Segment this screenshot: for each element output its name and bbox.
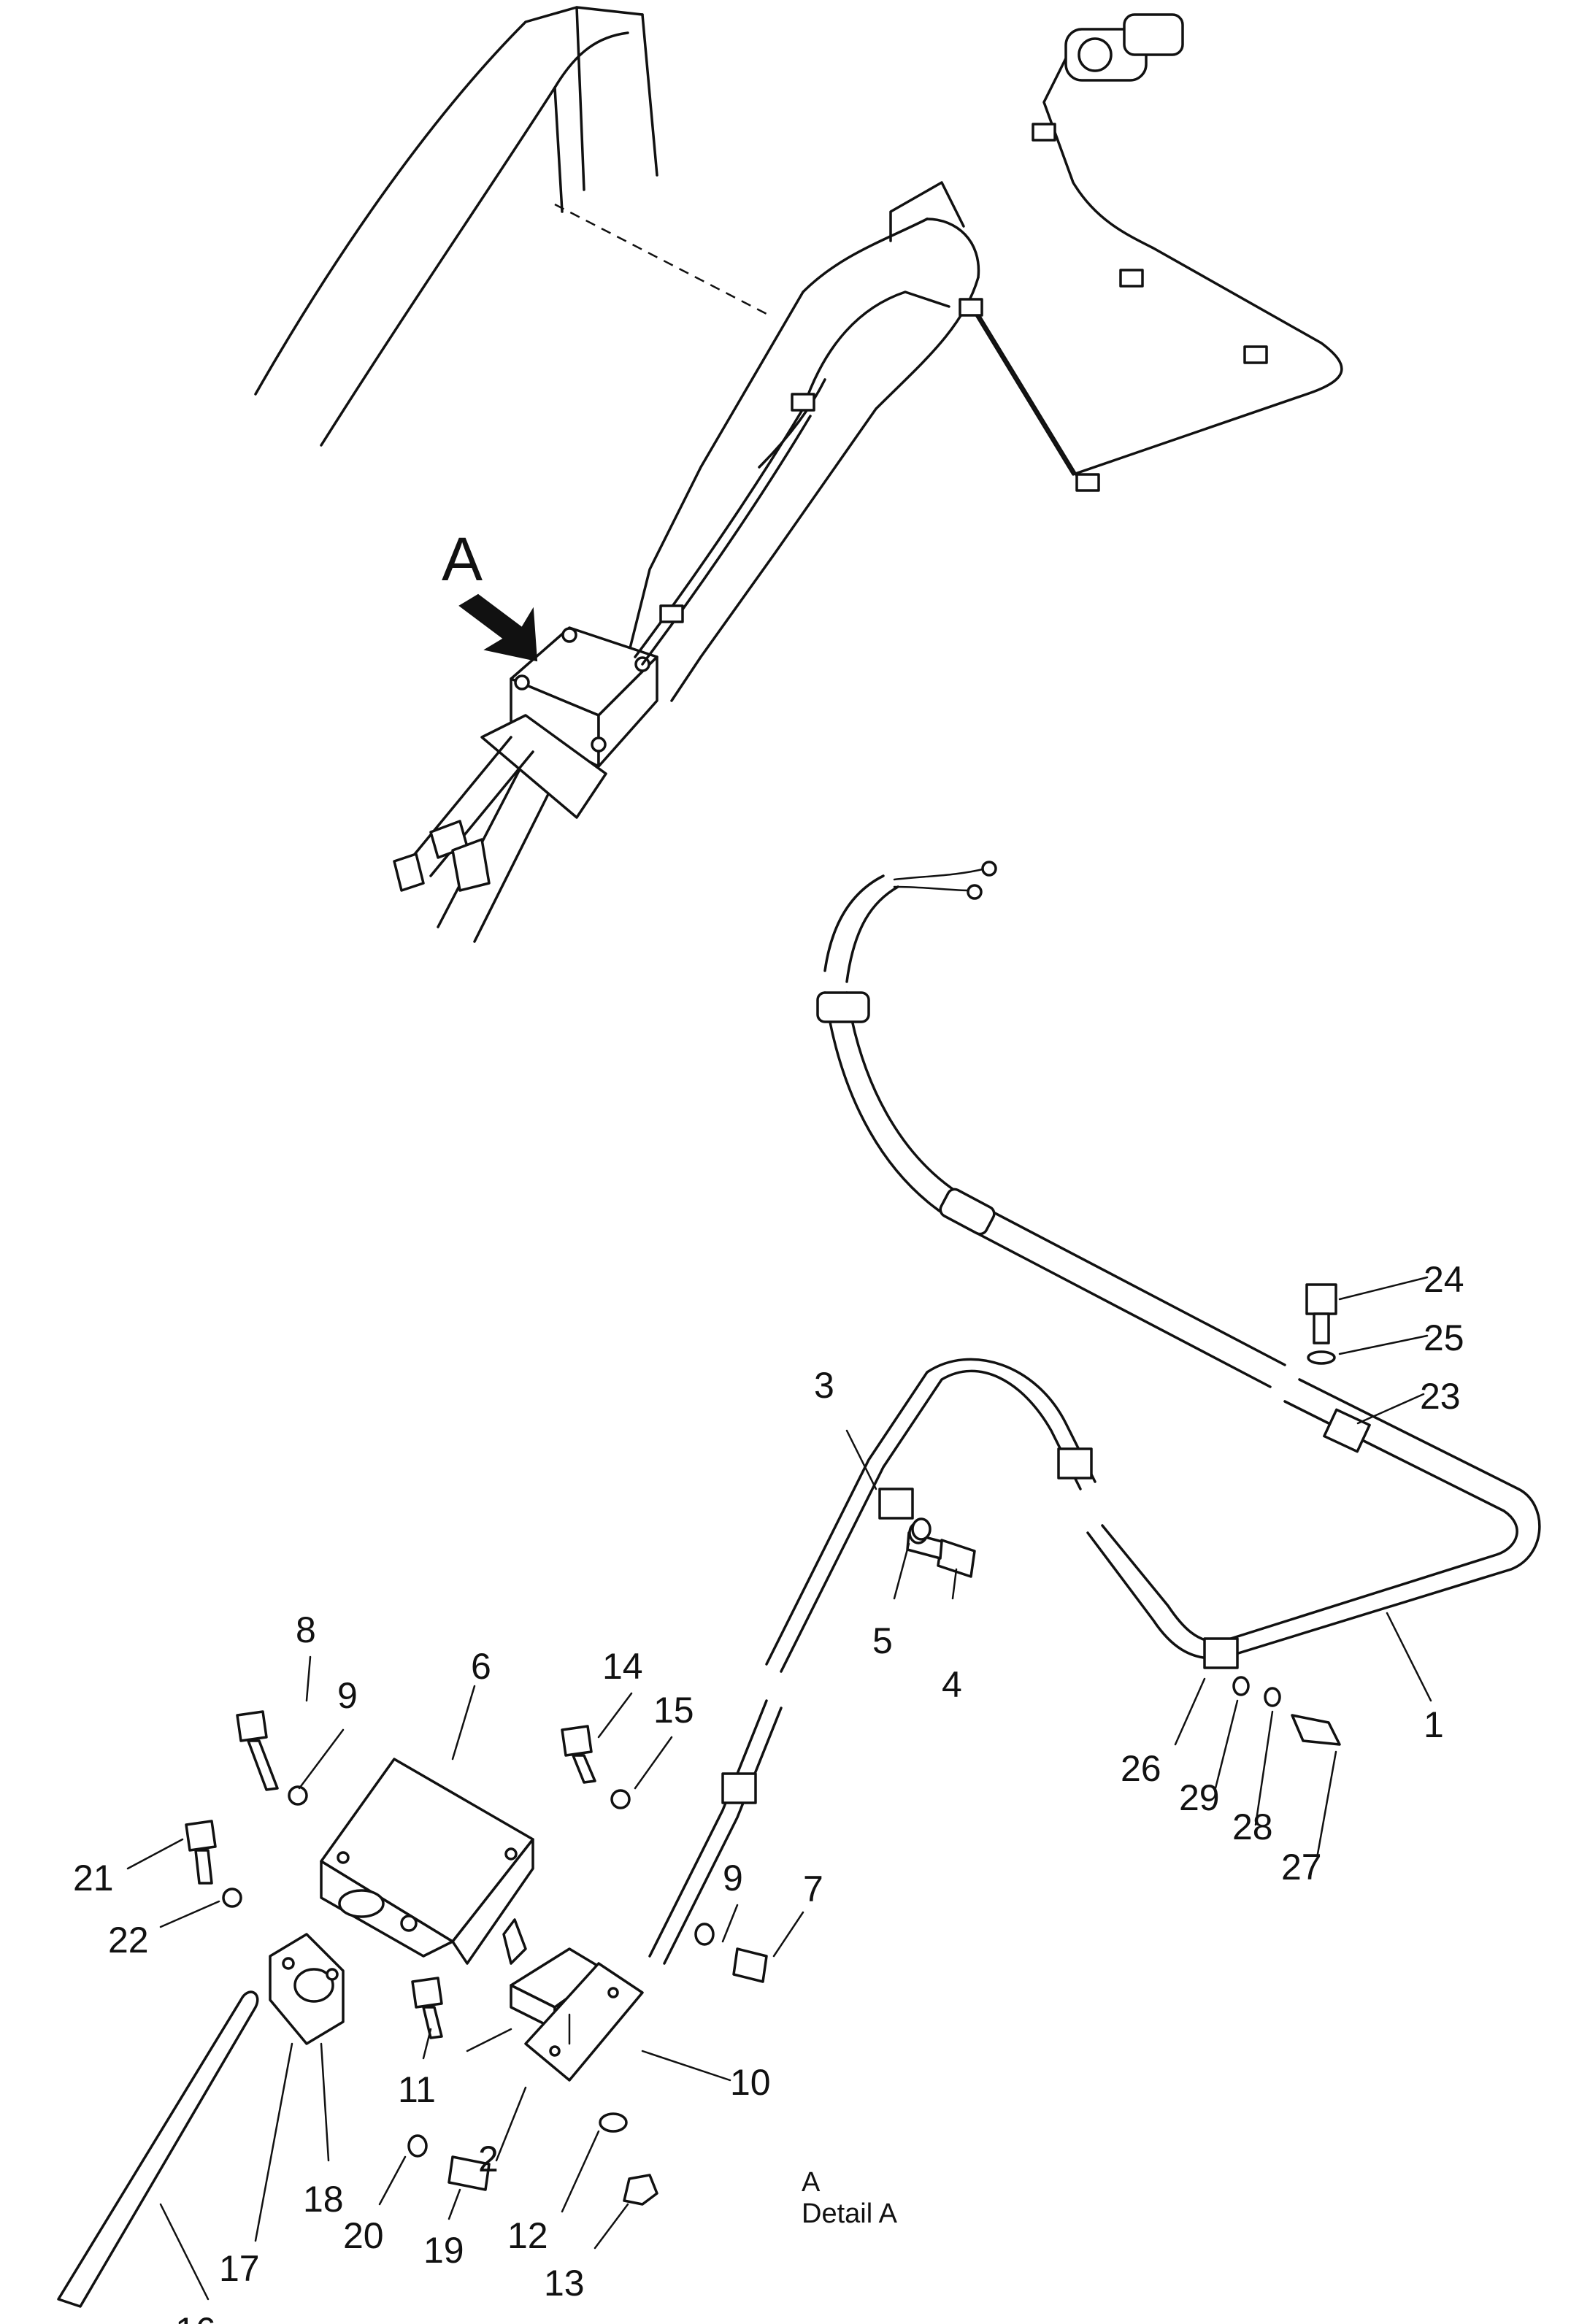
callout-27: 27 bbox=[1281, 1847, 1322, 1888]
callout-20: 20 bbox=[343, 2215, 384, 2256]
callout-28: 28 bbox=[1232, 1807, 1273, 1847]
callout-15: 15 bbox=[653, 1690, 694, 1731]
callout-2: 2 bbox=[478, 2139, 499, 2179]
callout-5: 5 bbox=[872, 1620, 893, 1661]
detail-caption: A Detail A bbox=[802, 2167, 898, 2229]
callout-13: 13 bbox=[544, 2263, 585, 2304]
rod-clamp bbox=[57, 1933, 345, 2308]
callout-25: 25 bbox=[1424, 1317, 1464, 1358]
cable-assembly bbox=[648, 1358, 1541, 1965]
callout-4: 4 bbox=[942, 1664, 962, 1705]
callout-19: 19 bbox=[423, 2230, 464, 2271]
callout-7: 7 bbox=[803, 1869, 823, 1909]
callout-10: 10 bbox=[730, 2062, 771, 2103]
callout-1: 1 bbox=[1424, 1704, 1444, 1745]
callout-8: 8 bbox=[296, 1609, 316, 1650]
callout-9a: 9 bbox=[337, 1675, 358, 1716]
callout-14: 14 bbox=[602, 1646, 643, 1687]
callout-23: 23 bbox=[1420, 1376, 1461, 1417]
callout-6: 6 bbox=[471, 1646, 491, 1687]
view-marker-label: A bbox=[442, 525, 483, 593]
callout-17: 17 bbox=[219, 2248, 260, 2289]
callout-26: 26 bbox=[1121, 1748, 1161, 1789]
callout-3: 3 bbox=[814, 1365, 834, 1406]
switch-bracket bbox=[466, 1918, 644, 2082]
leader-lines bbox=[126, 1276, 1432, 2301]
mount-block bbox=[393, 626, 658, 892]
caption-letter: A bbox=[802, 2167, 821, 2198]
callout-9b: 9 bbox=[723, 1858, 743, 1898]
callout-16: 16 bbox=[175, 2310, 216, 2324]
cover bbox=[320, 1758, 534, 1965]
view-arrow-a: A bbox=[442, 525, 538, 662]
callout-12: 12 bbox=[507, 2215, 548, 2256]
boom-frame bbox=[254, 6, 980, 943]
bolts-washers bbox=[185, 1283, 1341, 2206]
callout-11: 11 bbox=[398, 2069, 436, 2110]
callout-18: 18 bbox=[303, 2179, 344, 2220]
callout-numbers: 1 2 3 4 5 6 7 8 9 9 10 11 12 13 14 15 16… bbox=[73, 1259, 1464, 2324]
callout-29: 29 bbox=[1179, 1777, 1220, 1818]
upper-harness bbox=[634, 13, 1343, 666]
callout-24: 24 bbox=[1424, 1259, 1464, 1300]
callout-21: 21 bbox=[73, 1858, 114, 1898]
caption-text: Detail A bbox=[802, 2198, 898, 2229]
harness-cable bbox=[816, 861, 1286, 1388]
callout-22: 22 bbox=[108, 1920, 149, 1961]
